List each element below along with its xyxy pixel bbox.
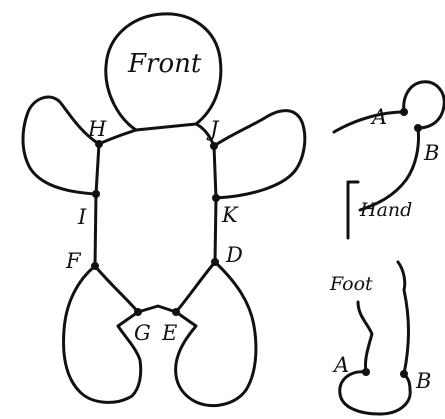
point-k-marker	[212, 194, 220, 202]
hand-seam-line	[348, 182, 358, 238]
foot-point-b-marker	[400, 370, 408, 378]
point-g-marker	[134, 308, 142, 316]
foot-sole-outline	[340, 372, 410, 414]
point-f-marker	[91, 262, 99, 270]
foot-label-b: B	[415, 369, 431, 393]
hand-palm-circle	[404, 82, 445, 128]
foot-label-a: A	[332, 353, 349, 377]
left-arm-outline	[23, 97, 99, 194]
torso-left-side	[95, 144, 99, 266]
foot-front-line	[358, 302, 372, 372]
left-leg-outline	[64, 266, 141, 402]
right-leg-outline	[176, 262, 256, 406]
point-i-marker	[92, 190, 100, 198]
hand-label-b: B	[423, 141, 439, 165]
label-i: I	[77, 205, 87, 229]
shoulder-line	[99, 124, 214, 146]
point-e-marker	[172, 308, 180, 316]
label-e: E	[161, 321, 177, 345]
foot-title: Foot	[329, 273, 373, 295]
label-g: G	[134, 321, 151, 345]
hand-point-a-marker	[400, 108, 408, 116]
crotch-notch	[138, 306, 176, 312]
hand-label-a: A	[370, 105, 387, 129]
hand-point-b-marker	[414, 124, 422, 132]
torso-right-side	[214, 146, 216, 262]
right-arm-outline	[214, 111, 305, 198]
foot-point-a-marker	[362, 368, 370, 376]
foot-back-line	[398, 262, 409, 374]
hand-wrist-line	[334, 112, 404, 132]
label-d: D	[225, 243, 243, 267]
front-figure: Front H J I K F D G E	[23, 14, 305, 406]
crotch-inner-left	[95, 266, 138, 312]
hand-title: Hand	[359, 199, 412, 221]
point-h-marker	[95, 140, 103, 148]
foot-figure: Foot A B	[329, 262, 431, 414]
hand-thumb-line	[360, 128, 419, 210]
point-j-marker	[210, 142, 218, 150]
front-title: Front	[127, 49, 202, 79]
point-d-marker	[211, 258, 219, 266]
hand-figure: A B Hand	[334, 82, 444, 238]
crotch-inner-right	[176, 262, 215, 312]
label-h: H	[87, 117, 107, 141]
label-k: K	[221, 203, 239, 227]
label-f: F	[65, 249, 82, 273]
